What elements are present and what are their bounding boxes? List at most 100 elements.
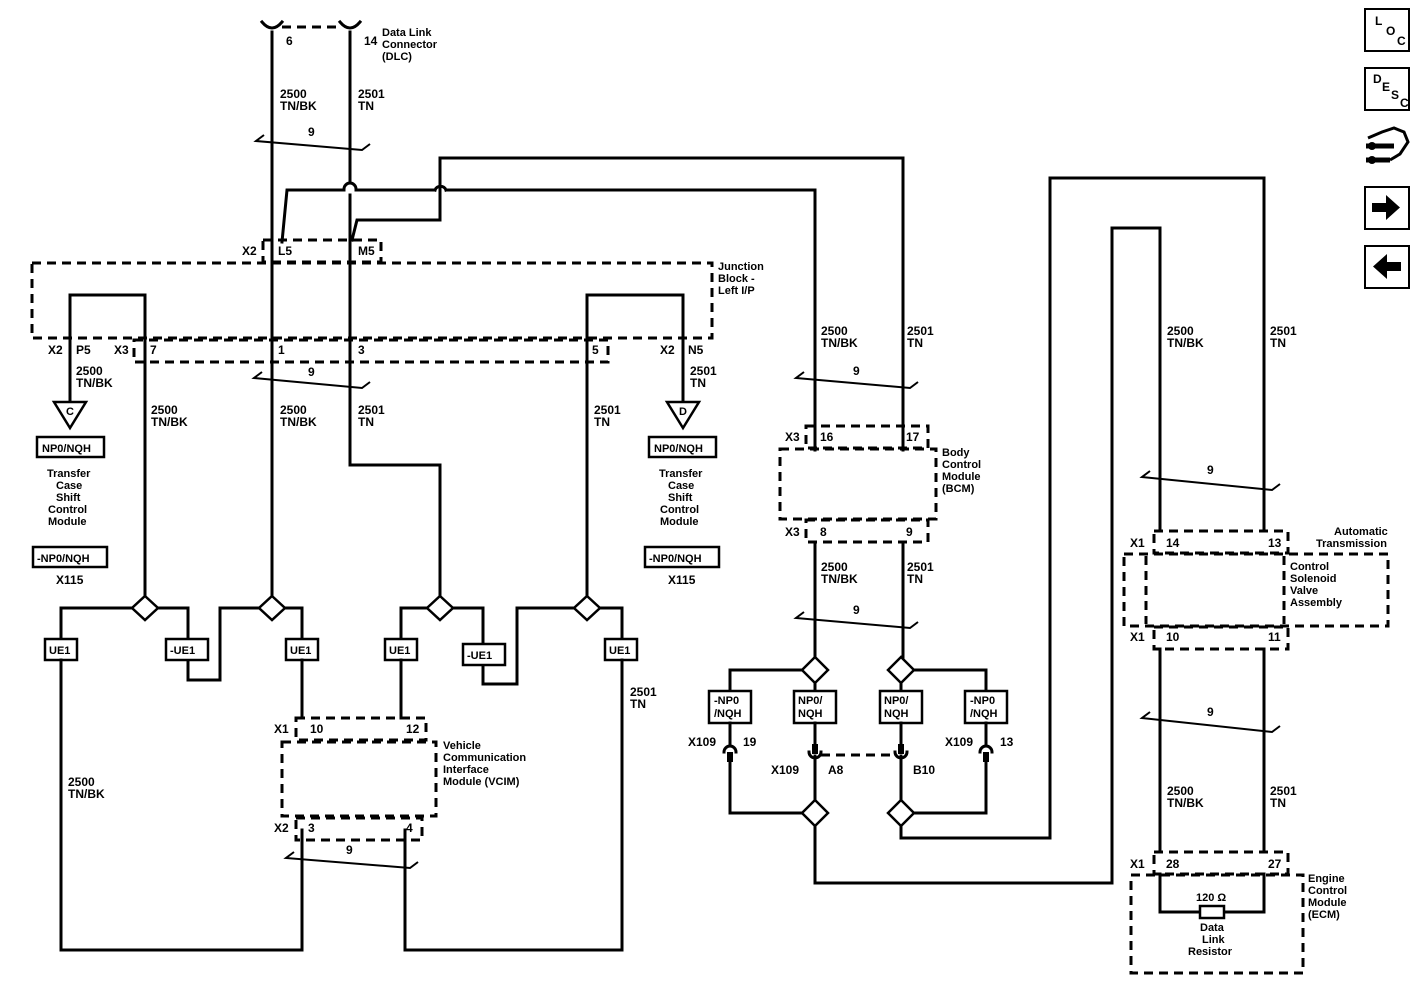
diagram-label: TN <box>907 336 923 350</box>
diagram-label: 9 <box>308 365 315 379</box>
diagram-label: 2500 <box>1167 784 1194 798</box>
loc-letter-o: O <box>1386 24 1396 38</box>
desc-letter-s: S <box>1391 88 1400 102</box>
diagram-label: TN <box>1270 336 1286 350</box>
diagram-label: X115 <box>56 573 84 587</box>
diagram-label: 2501 <box>907 560 934 574</box>
diagram-label: 120 Ω <box>1196 892 1226 904</box>
diagram-label: X2 <box>274 821 289 835</box>
diagram-label: TN <box>594 415 610 429</box>
diagram-label: 12 <box>406 722 420 736</box>
diagram-label: Interface <box>443 764 489 776</box>
diagram-label: 9 <box>853 603 860 617</box>
loc-letter-l: L <box>1375 14 1383 28</box>
desc-icon[interactable]: D E S C <box>1364 67 1410 111</box>
diagram-label: TN/BK <box>68 787 105 801</box>
diagram-label: B10 <box>913 763 935 777</box>
loc-icon[interactable]: L O C <box>1364 8 1410 52</box>
diagram-label: TN <box>630 697 646 711</box>
loc-letter-c: C <box>1397 34 1406 48</box>
diagram-label: Valve <box>1290 585 1318 597</box>
diagram-label: A8 <box>828 763 844 777</box>
diagram-label: 11 <box>1268 630 1281 644</box>
diagram-label: Control <box>942 459 981 471</box>
diagram-label: TN/BK <box>1167 796 1204 810</box>
diagram-label: 13 <box>1268 536 1282 550</box>
diagram-label: X2 <box>48 343 63 357</box>
twisted-pair-marker: 9 <box>251 365 371 390</box>
diagram-label: Module <box>48 516 87 528</box>
twisted-pair-marker: 9 <box>253 125 371 152</box>
junction-block: X2 L5 M5 Junction Block - Left I/P X2 P5… <box>30 238 764 602</box>
twisted-pair-marker: 9 <box>1139 705 1281 734</box>
diagram-label: Left I/P <box>718 285 755 297</box>
diagram-label: 2501 <box>1270 784 1297 798</box>
diagram-label: Shift <box>56 492 81 504</box>
diagram-label: 9 <box>346 843 353 857</box>
diagram-label: 2500 <box>821 324 848 338</box>
diagram-label: M5 <box>358 244 375 258</box>
diagram-label: X1 <box>274 722 289 736</box>
diagram-label: TN <box>907 572 923 586</box>
dlc-name-line3: (DLC) <box>382 51 412 63</box>
diagram-label: L5 <box>278 244 292 258</box>
diagram-label: Transfer <box>659 468 703 480</box>
option-splices: UE1 -UE1 UE1 UE1 -UE1 UE1 <box>43 594 639 952</box>
diagram-label: Control <box>1290 561 1329 573</box>
diagram-label: UE1 <box>389 645 410 657</box>
diagram-label: 5 <box>592 343 599 357</box>
diagram-label: 2500 <box>280 403 307 417</box>
diagram-label: Automatic <box>1334 526 1388 538</box>
diagram-label: 2500 <box>68 775 95 789</box>
twisted-pair-marker: 9 <box>283 843 419 870</box>
diagram-label: 10 <box>310 722 324 736</box>
automatic-transmission: X1 14 13 X1 10 11 Automatic Transmission… <box>1122 526 1390 651</box>
diagram-label: TN/BK <box>280 415 317 429</box>
diagram-label: X109 <box>688 735 716 749</box>
diagram-label: TN <box>690 376 706 390</box>
diagram-label: 19 <box>743 735 757 749</box>
ecm: X1 28 27 120 Ω Data Link Resistor Engine… <box>1129 850 1347 975</box>
diagram-label: D <box>679 406 687 418</box>
next-arrow-icon[interactable] <box>1364 186 1410 230</box>
diagram-label: 17 <box>906 430 920 444</box>
diagram-label: 2501 <box>1270 324 1297 338</box>
diagram-label: TN <box>358 415 374 429</box>
diagram-label: Solenoid <box>1290 573 1336 585</box>
diagram-label: 9 <box>1207 463 1214 477</box>
diagram-label: -UE1 <box>467 650 492 662</box>
diagram-label: Link <box>1202 934 1225 946</box>
diagram-label: 2501 <box>690 364 717 378</box>
prev-arrow-icon[interactable] <box>1364 245 1410 289</box>
diagram-label: Data <box>1200 922 1225 934</box>
diagram-label: 9 <box>308 125 315 139</box>
connector-icon[interactable] <box>1364 124 1410 174</box>
diagram-label: X109 <box>945 735 973 749</box>
diagram-label: 9 <box>853 364 860 378</box>
dlc: 6 14 Data Link Connector (DLC) <box>259 19 438 63</box>
diagram-label: 2500 <box>151 403 178 417</box>
diagram-label: X2 <box>660 343 675 357</box>
diagram-label: Resistor <box>1188 946 1233 958</box>
diagram-label: TN/BK <box>76 376 113 390</box>
diagram-label: Transmission <box>1316 538 1387 550</box>
diagram-label: 7 <box>150 343 157 357</box>
diagram-label: 13 <box>1000 735 1014 749</box>
dlc-pin-14: 14 <box>364 34 378 48</box>
diagram-label: 9 <box>906 525 913 539</box>
diagram-label: UE1 <box>290 645 311 657</box>
diagram-label: 28 <box>1166 857 1180 871</box>
diagram-label: 2500 <box>1167 324 1194 338</box>
diagram-label: Engine <box>1308 873 1345 885</box>
diagram-label: (BCM) <box>942 483 975 495</box>
dlc-name-line1: Data Link <box>382 27 432 39</box>
tcsm-right: D NP0/NQH Transfer Case Shift Control Mo… <box>643 400 721 587</box>
circuit-tnbk-label: TN/BK <box>280 99 317 113</box>
diagram-label: (ECM) <box>1308 909 1340 921</box>
diagram-label: 14 <box>1166 536 1180 550</box>
twisted-pair-marker: 9 <box>793 603 919 630</box>
diagram-label: Case <box>56 480 82 492</box>
diagram-label: TN/BK <box>821 572 858 586</box>
bcm: X3 16 17 X3 8 9 Body Control Module (BCM… <box>778 424 981 544</box>
